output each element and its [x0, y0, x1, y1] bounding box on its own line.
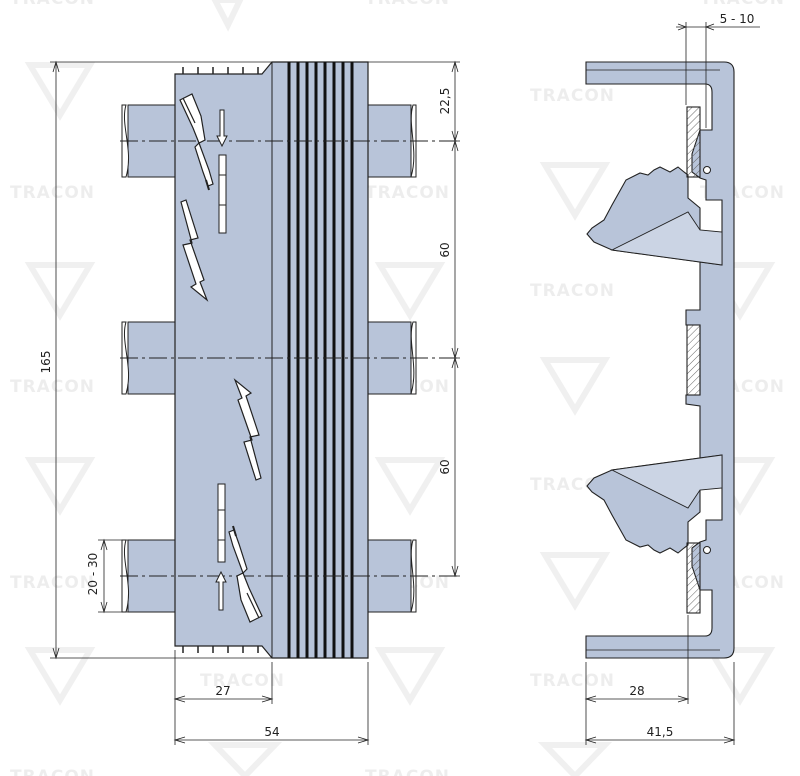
- slot-openings: [217, 154, 227, 563]
- front-view: [120, 61, 460, 659]
- lightning-arrow-icon: [180, 199, 262, 481]
- lower-prism: [610, 454, 723, 509]
- dim-spacing-lower: 60: [438, 459, 452, 474]
- watermark-text: TRACON: [365, 767, 450, 776]
- front-dimension-lines: [50, 60, 460, 745]
- center-lines: [120, 140, 460, 577]
- bottom-teeth: [182, 646, 259, 653]
- slot-arrow-icon: [215, 109, 228, 611]
- dim-rail-range: 20 - 30: [86, 553, 100, 596]
- watermark-text: TRACON: [530, 281, 615, 301]
- side-view: [585, 61, 735, 659]
- dim-total-height: 165: [39, 351, 53, 374]
- dim-half-width: 27: [215, 684, 230, 698]
- top-teeth: [182, 67, 259, 74]
- watermark-text: TRACON: [10, 0, 95, 9]
- watermark-text: TRACON: [10, 767, 95, 776]
- watermark-text: TRACON: [530, 671, 615, 691]
- slot-lower: [217, 483, 226, 563]
- watermark-text: TRACON: [200, 671, 285, 691]
- side-dimension-lines: [584, 22, 760, 745]
- watermark-text: TRACON: [10, 377, 95, 397]
- screwdriver-icon: [179, 93, 263, 623]
- slot-upper: [218, 154, 227, 234]
- clamp-insert-middle: [686, 324, 701, 396]
- watermark-text: TRACON: [10, 183, 95, 203]
- cooling-ribs: [287, 62, 354, 658]
- clamp-insert-bottom: [686, 542, 701, 614]
- watermark-text: TRACON: [530, 86, 615, 106]
- dim-side-total: 41,5: [647, 725, 674, 739]
- side-dimension-labels: 5 - 10 28 41,5: [629, 12, 754, 739]
- dim-width: 54: [264, 725, 279, 739]
- dim-top-offset: 22,5: [438, 88, 452, 115]
- clamp-insert-top: [686, 106, 701, 178]
- watermark-text: TRACON: [365, 0, 450, 9]
- dim-side-inner: 28: [629, 684, 644, 698]
- side-profile: [585, 61, 735, 659]
- watermark-text: TRACON: [10, 573, 95, 593]
- watermark-text: TRACON: [365, 183, 450, 203]
- dim-clamp-range: 5 - 10: [720, 12, 755, 26]
- watermark-text: TRACON: [700, 0, 785, 9]
- dim-spacing-upper: 60: [438, 242, 452, 257]
- front-dimension-labels: 165 22,5 60 60 20 - 30 27 54: [39, 88, 452, 739]
- upper-prism: [610, 211, 723, 266]
